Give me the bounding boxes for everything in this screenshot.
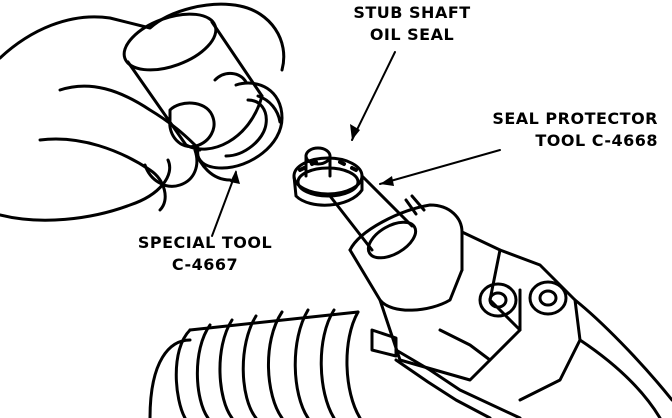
arrowhead-special-tool — [230, 170, 240, 184]
label-stub-shaft-oil-seal: STUB SHAFT OIL SEAL — [342, 2, 482, 46]
hand — [0, 2, 286, 222]
rack-boot — [148, 308, 362, 418]
arrowhead-stub-shaft — [350, 124, 360, 140]
stub-shaft-oil-seal — [292, 146, 364, 207]
label-special-tool: SPECIAL TOOL C-4667 — [120, 232, 290, 276]
label-seal-protector-tool: SEAL PROTECTOR TOOL C-4668 — [468, 108, 658, 152]
label-special-tool-line1: SPECIAL TOOL — [137, 233, 273, 252]
special-tool-c4667 — [122, 12, 284, 170]
seal-protector-c4668 — [328, 174, 426, 260]
label-stub-shaft-line1: STUB SHAFT — [353, 3, 471, 22]
label-seal-protector-line2: TOOL C-4668 — [535, 131, 658, 150]
hydraulic-fitting-and-tube — [370, 328, 522, 418]
label-seal-protector-line1: SEAL PROTECTOR — [492, 109, 658, 128]
label-stub-shaft-line2: OIL SEAL — [369, 25, 455, 44]
arrowhead-seal-protector — [380, 176, 394, 186]
label-special-tool-line2: C-4667 — [171, 255, 239, 274]
leader-lines — [211, 51, 501, 237]
steering-gear-housing — [348, 203, 672, 418]
